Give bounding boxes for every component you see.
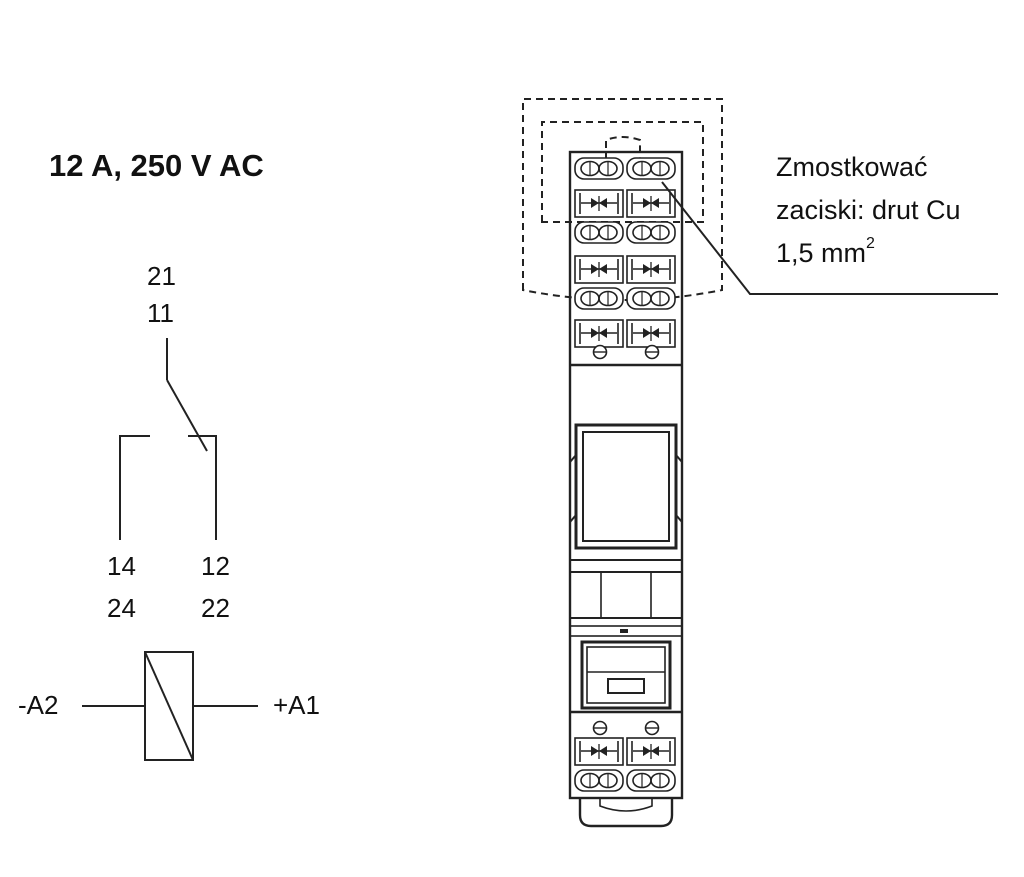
terminal-label-11: 11 (147, 298, 174, 328)
coil-terminal-minus: -A2 (18, 690, 59, 720)
terminal-label-24: 24 (107, 593, 136, 623)
note-line-2: zaciski: drut Cu (776, 195, 961, 225)
terminal-label-12: 12 (201, 551, 230, 581)
note-line-3: 1,5 mm2 (776, 236, 875, 268)
relay-module (569, 423, 683, 637)
terminal-label-21: 21 (147, 261, 176, 291)
note-wire-size: 1,5 mm (776, 238, 867, 268)
nc-contact-wire (188, 435, 217, 540)
terminal-label-22: 22 (201, 593, 230, 623)
retaining-clip (580, 640, 672, 710)
switch-blade (166, 379, 208, 452)
note-superscript: 2 (866, 235, 875, 252)
top-terminal-block (574, 157, 676, 360)
bridge-outline-inner (605, 136, 641, 160)
no-contact-wire (119, 435, 150, 540)
terminal-label-14: 14 (107, 551, 136, 581)
note-line-1: Zmostkować (776, 152, 928, 182)
din-rail-latch (599, 798, 653, 812)
contact-rating: 12 A, 250 V AC (49, 148, 264, 183)
din-rail-foot (578, 798, 674, 828)
coil-diagonal (144, 651, 194, 761)
bottom-terminal-block (574, 720, 676, 792)
note-leader-line (661, 181, 998, 295)
coil-terminal-plus: +A1 (273, 690, 320, 720)
socket-body (568, 150, 684, 800)
